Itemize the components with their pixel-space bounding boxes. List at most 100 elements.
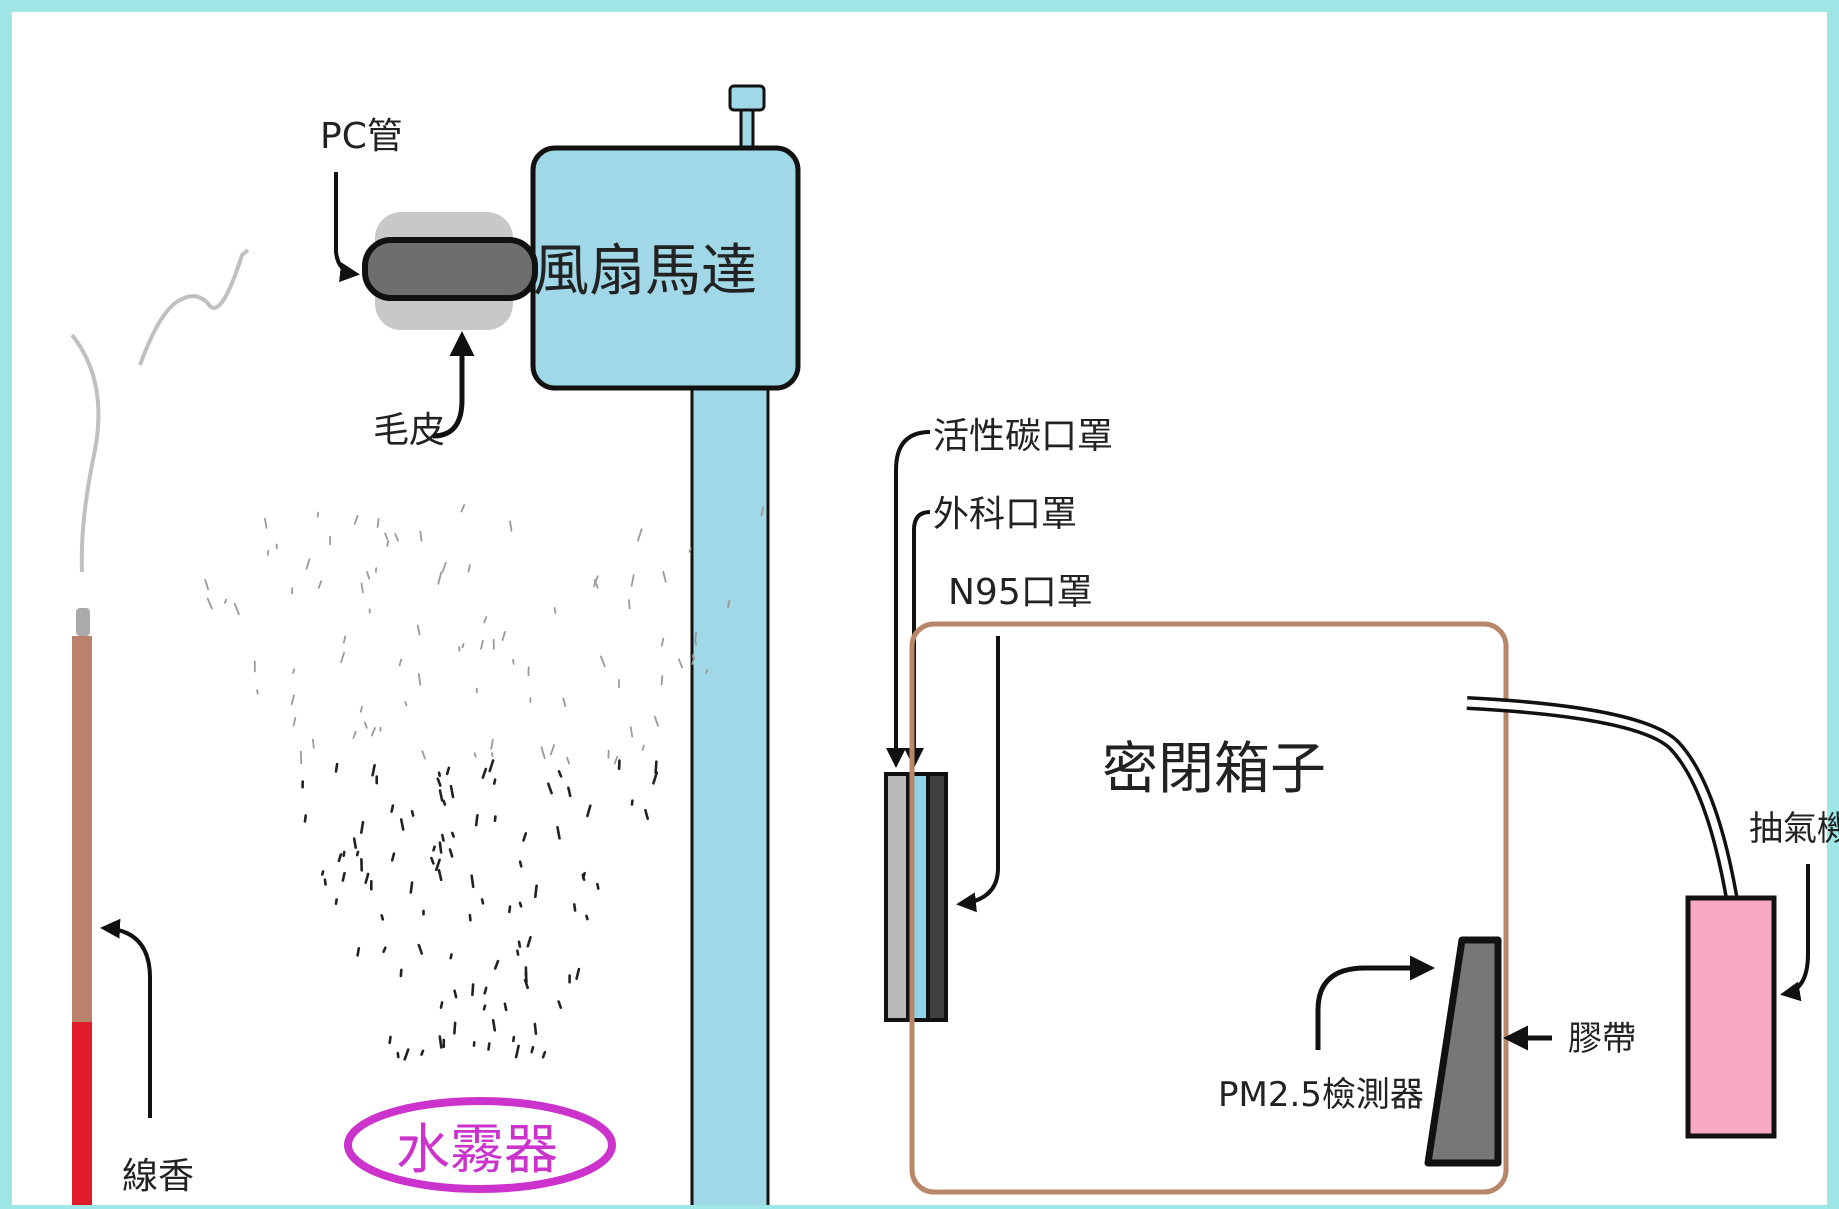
incense-label: 線香 [122,1156,194,1197]
surgical-mask-label: 外科口罩 [933,494,1077,535]
mist-droplet [690,548,691,552]
mist-droplet [357,852,358,855]
mist-droplet [519,942,520,947]
mist-droplet [587,916,588,919]
mist-droplet [482,900,483,904]
mist-droplet [455,991,457,997]
mist-droplet [358,948,359,955]
fan-knob-stem [741,108,753,150]
n95-mask-layer [928,774,946,1020]
mist-droplet [520,903,521,906]
mist-droplet [336,900,337,904]
fan-pole [692,385,768,1205]
mist-droplet [452,833,453,837]
mist-droplet [476,815,477,825]
air-pump [1688,898,1774,1136]
incense-burning-part [72,1022,92,1205]
mist-droplet [526,973,527,982]
n95-mask-label: N95口罩 [948,572,1093,613]
mist-droplet [535,886,536,897]
mist-droplet [412,811,413,815]
mist-droplet [293,669,294,673]
mist-droplet [434,847,435,851]
mist-droplet [454,1023,455,1033]
mist-droplet [484,1006,485,1010]
mist-droplet [398,1053,399,1057]
mist-droplet [301,752,302,764]
sealed-box-label: 密閉箱子 [1102,737,1326,802]
mist-droplet [439,773,440,776]
mist-droplet [568,788,570,796]
mist-droplet [696,632,697,638]
mist-droplet [555,608,556,613]
mist-droplet [574,904,575,910]
mist-droplet [442,835,443,840]
mist-droplet [492,753,493,756]
pm25-detector-label: PM2.5檢測器 [1218,1075,1424,1115]
mist-droplet [344,852,345,856]
mist-droplet [472,876,474,887]
mist-droplet [378,519,379,527]
mist-droplet [325,880,326,885]
mask-stack [886,774,946,1020]
mist-droplet [695,640,696,645]
mist-droplet [322,872,323,875]
tape-label: 膠帶 [1568,1019,1636,1059]
mist-droplet [387,541,388,546]
activated-carbon-mask-label: 活性碳口罩 [933,416,1113,457]
mist-droplet [656,762,657,773]
mist-droplet [463,644,464,647]
fan-motor-label: 風扇馬達 [533,239,757,304]
pc-tube [365,240,535,298]
mist-droplet [629,600,630,608]
mist-droplet [451,955,452,959]
mist-droplet [392,854,394,861]
mist-droplet [390,1037,391,1043]
mist-droplet [505,1004,506,1010]
mist-droplet [583,873,584,878]
mist-droplet [361,822,363,832]
mist-droplet [643,746,644,750]
mist-droplet [405,702,406,706]
fur-label: 毛皮 [373,410,445,451]
incense-tip [76,608,90,636]
mist-droplet [662,676,663,684]
mist-droplet [543,1052,545,1057]
mist-droplet [509,907,510,912]
mist-droplet [354,839,356,848]
mist-droplet [520,862,521,867]
mist-droplet [422,1051,424,1055]
fur-pc-tube [365,212,535,330]
mist-droplet [305,816,306,822]
mist-droplet [441,1003,442,1008]
mist-droplet [392,806,393,812]
mist-droplet [444,801,445,805]
mist-droplet [485,988,487,993]
incense-stick [72,636,92,1024]
mist-droplet [535,1024,536,1034]
mist-droplet [489,1044,490,1050]
mist-droplet [475,753,476,757]
mist-droplet [706,670,707,673]
mist-droplet [318,513,319,517]
mist-droplet [344,636,345,642]
fan-knob-cap [730,86,764,110]
mist-droplet [268,551,269,555]
mist-droplet [343,873,345,880]
mist-droplet [440,1037,442,1048]
mist-droplet [336,764,337,771]
mist-droplet [494,780,495,784]
pc-tube-label: PC管 [320,116,403,157]
mist-droplet [257,690,258,694]
mist-droplet [447,768,449,774]
mist-droplet [517,951,518,955]
mist-droplet [472,985,473,995]
air-pump-label: 抽氣機 [1749,809,1839,849]
mist-droplet [470,915,471,920]
mist-droplet [513,660,514,664]
canvas-background [12,12,1827,1205]
mist-droplet [597,884,598,889]
mist-droplet [361,707,362,712]
